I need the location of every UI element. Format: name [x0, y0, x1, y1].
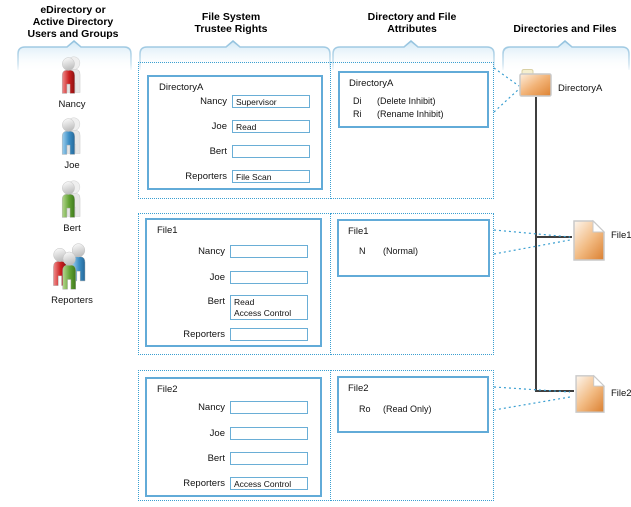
trustee-box-title: DirectoryA	[159, 82, 204, 93]
trustee-row: Nancy	[147, 401, 320, 414]
rights-field: Supervisor	[232, 95, 310, 108]
attributes-box-title: DirectoryA	[349, 78, 394, 89]
attribute-row: Di (Delete Inhibit)	[353, 95, 436, 108]
file-icon	[573, 219, 606, 261]
trustee-user-label: Nancy	[198, 246, 225, 257]
trustee-row: Nancy Supervisor	[149, 95, 321, 108]
attribute-code: Ri	[353, 109, 362, 119]
rights-field	[230, 401, 308, 414]
rights-field	[230, 427, 308, 440]
header-trustee-column: File System Trustee Rights	[194, 11, 268, 35]
trustee-user-label: Reporters	[183, 329, 225, 340]
dotted-group-directorya-attributes	[331, 62, 494, 199]
trustee-user-label: Nancy	[198, 402, 225, 413]
group-reporters: Reporters	[36, 241, 108, 306]
trustee-row: Joe Read	[149, 120, 321, 133]
person-icon	[61, 180, 81, 218]
tree-node-label-file2: File2	[611, 388, 631, 399]
tree-line	[535, 97, 574, 392]
column-brace-files	[502, 39, 630, 70]
trustee-box-title: File1	[157, 225, 178, 236]
trustee-row: Bert	[147, 452, 320, 465]
rights-field	[230, 245, 308, 258]
attribute-desc: (Read Only)	[383, 404, 432, 414]
user-name: Bert	[63, 223, 81, 234]
attributes-box-file2: File2 Ro (Read Only)	[337, 376, 489, 433]
trustee-user-label: Joe	[209, 272, 225, 283]
header-attributes-column: Directory and File Attributes	[367, 11, 457, 35]
rights-field: Read	[232, 120, 310, 133]
attributes-box-file1: File1 N (Normal)	[337, 219, 490, 277]
rights-field: Access Control	[230, 477, 308, 490]
header-users-column: eDirectory or Active Directory Users and…	[27, 4, 119, 40]
attribute-row: Ri (Rename Inhibit)	[353, 108, 444, 121]
user-joe: Joe	[36, 117, 108, 171]
tree-node-label-directorya: DirectoryA	[558, 83, 603, 94]
user-nancy: Nancy	[36, 56, 108, 110]
user-name: Joe	[64, 160, 80, 171]
trustee-user-label: Bert	[207, 296, 225, 307]
person-icon	[61, 56, 81, 94]
person-icon	[61, 117, 81, 155]
user-bert: Reporters Bert	[36, 180, 108, 234]
dotted-group-file1-trustee	[138, 213, 331, 355]
attribute-code: Di	[353, 96, 362, 106]
attribute-code: Ro	[359, 404, 371, 414]
attributes-box-directorya: DirectoryA Di (Delete Inhibit) Ri (Rename …	[338, 71, 489, 128]
trustee-user-label: Reporters	[185, 171, 227, 182]
folder-icon	[519, 69, 552, 97]
trustee-row: Bert Read Access Control	[147, 295, 320, 320]
rights-field	[230, 271, 308, 284]
group-name: Reporters	[51, 295, 93, 306]
attribute-desc: (Normal)	[383, 246, 418, 256]
trustee-row: Bert	[149, 145, 321, 158]
trustee-user-label: Reporters	[183, 478, 225, 489]
trustee-row: Nancy	[147, 245, 320, 258]
rights-field	[230, 452, 308, 465]
rights-field: Read Access Control	[230, 295, 308, 320]
trustee-box-title: File2	[157, 384, 178, 395]
attributes-box-title: File1	[348, 226, 369, 237]
dotted-group-file1-attributes	[331, 213, 494, 355]
dotted-group-directorya-trustee	[138, 62, 331, 199]
trustee-user-label: Bert	[207, 453, 225, 464]
header-files-column: Directories and Files	[513, 23, 617, 35]
trustee-box-file2: File2 Nancy Joe Bert Reporters Access Co…	[145, 377, 322, 497]
attribute-code: N	[359, 246, 366, 256]
trustee-user-label: Bert	[209, 146, 227, 157]
rights-field	[232, 145, 310, 158]
trustee-box-directorya: DirectoryA Nancy Supervisor Joe Read Ber…	[147, 75, 323, 190]
rights-field	[230, 328, 308, 341]
trustee-user-label: Nancy	[200, 96, 227, 107]
dotted-group-file2-trustee	[138, 370, 331, 501]
trustee-row: Joe	[147, 427, 320, 440]
dotted-group-file2-attributes	[331, 370, 494, 501]
tree-node-label-file1: File1	[611, 230, 631, 241]
rights-field: File Scan	[232, 170, 310, 183]
group-icon	[52, 243, 86, 290]
attribute-row: Ro (Read Only)	[359, 403, 432, 416]
file-icon	[575, 374, 606, 413]
trustee-user-label: Joe	[211, 121, 227, 132]
callout-wedges	[493, 67, 571, 411]
trustee-user-label: Joe	[209, 428, 225, 439]
user-name: Nancy	[58, 99, 86, 110]
attributes-box-title: File2	[348, 383, 369, 394]
attribute-row: N (Normal)	[359, 245, 418, 258]
attribute-desc: (Delete Inhibit)	[377, 96, 436, 106]
trustee-row: Reporters Access Control	[147, 477, 320, 490]
trustee-row: Reporters File Scan	[149, 170, 321, 183]
trustee-row: Reporters	[147, 328, 320, 341]
trustee-row: Joe	[147, 271, 320, 284]
attribute-desc: (Rename Inhibit)	[377, 109, 444, 119]
trustee-box-file1: File1 Nancy Joe Bert Read Access Control…	[145, 218, 322, 347]
